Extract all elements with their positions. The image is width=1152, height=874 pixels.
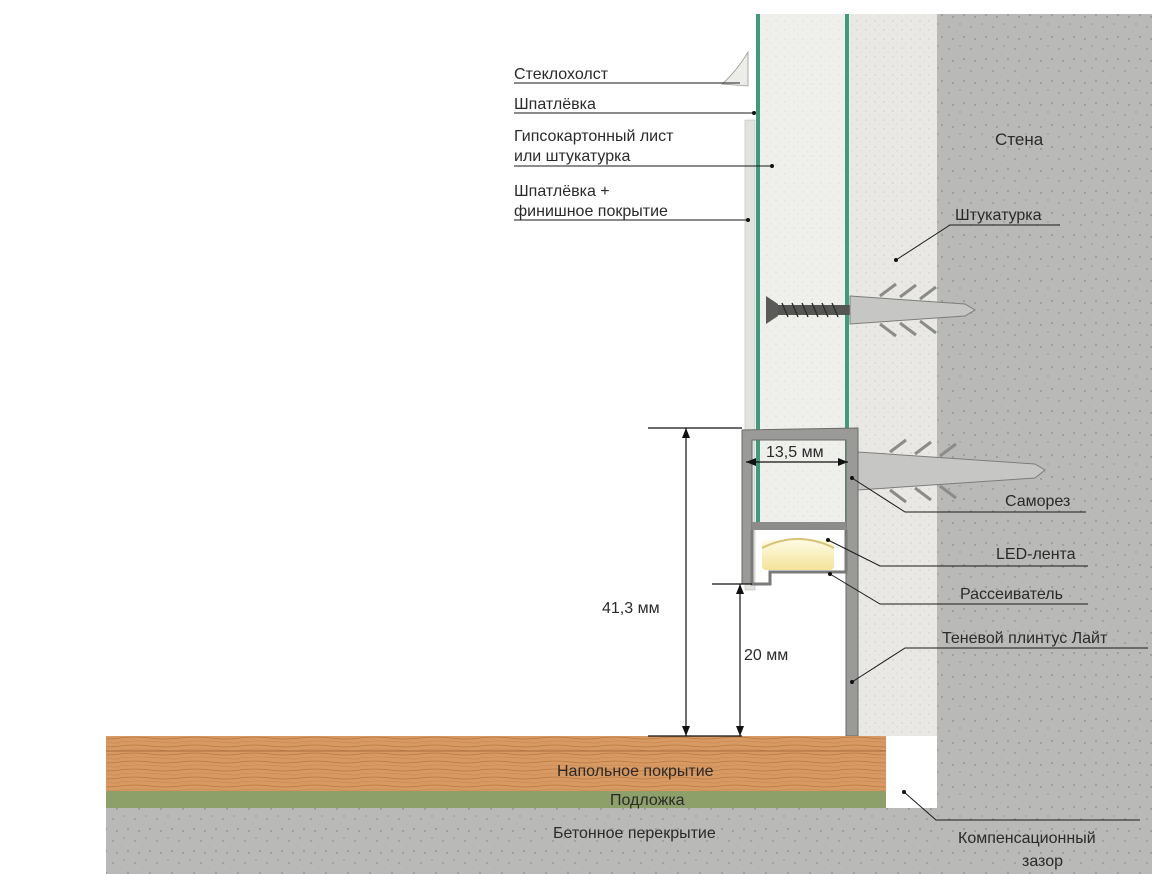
concrete-slab	[106, 808, 1152, 874]
label-underlay: Подложка	[610, 792, 685, 809]
floor-covering	[106, 736, 886, 791]
label-diffuser: Рассеиватель	[960, 586, 1063, 603]
leader-lines	[514, 82, 1148, 821]
concrete-wall	[937, 14, 1152, 810]
label-shpatlevka: Шпатлёвка	[514, 96, 596, 113]
dimension-total-height-label: 41,3 мм	[602, 600, 660, 617]
label-plinth: Теневой плинтус Лайт	[942, 630, 1108, 647]
label-plaster: Штукатурка	[955, 207, 1042, 224]
label-wall: Стена	[995, 130, 1044, 149]
label-gap-line2: зазор	[1022, 853, 1063, 870]
shadow-plinth-profile	[741, 427, 859, 737]
fiberglass-curl	[721, 50, 749, 87]
labels: Стеклохолст Шпатлёвка Гипсокартонный лис…	[514, 66, 1108, 870]
label-finish-line2: финишное покрытие	[514, 203, 668, 220]
upper-screw-assembly	[766, 282, 976, 338]
dimension-width-label: 13,5 мм	[766, 444, 824, 461]
plaster-layer	[850, 14, 937, 736]
label-finish-line1: Шпатлёвка +	[514, 183, 610, 200]
compensation-gap	[886, 736, 937, 808]
label-gap-line1: Компенсационный	[958, 830, 1096, 847]
label-steklokholst: Стеклохолст	[514, 66, 609, 83]
label-gkl-line1: Гипсокартонный лист	[514, 128, 674, 145]
putty-finish-layer	[744, 119, 756, 591]
label-concrete: Бетонное перекрытие	[553, 825, 716, 842]
label-gkl-line2: или штукатурка	[514, 148, 630, 165]
drywall-edge-left	[756, 14, 760, 524]
underlay-fill	[106, 791, 886, 808]
label-floor-cover: Напольное покрытие	[557, 763, 714, 780]
led-strip	[762, 540, 834, 570]
dimension-gap-height-label: 20 мм	[744, 647, 788, 664]
underlay-layer	[106, 791, 886, 808]
lower-screw-assembly	[845, 438, 1046, 504]
label-led: LED-лента	[996, 546, 1076, 563]
drywall-edge-right	[845, 14, 849, 524]
label-screw: Саморез	[1005, 493, 1070, 510]
dimension-lines	[648, 427, 848, 737]
